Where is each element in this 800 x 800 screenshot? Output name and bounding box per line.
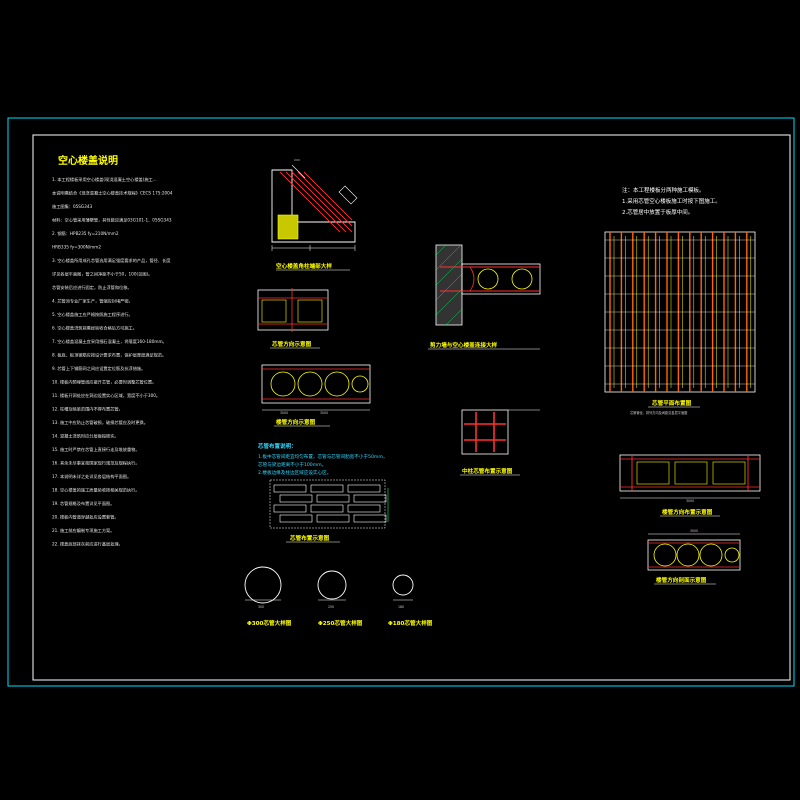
label-detail-rib-plan: 芯管方向示意图	[272, 340, 312, 348]
detail-corner: 空心楼盖角柱端部大样	[271, 159, 358, 271]
note-line: 1. 本工程楼板采用空心楼盖(现浇混凝土空心楼盖)施工...	[52, 176, 157, 183]
arrangement-cell	[310, 504, 344, 513]
arrangement-cell	[316, 494, 350, 503]
arrangement-cell	[279, 494, 313, 503]
arrangement-cell	[273, 504, 307, 513]
note-line: 2. 钢筋：HPB235 fy=210N/mm2	[52, 230, 119, 237]
tube-300-circle	[244, 566, 282, 604]
note-line: 本说明需结合《现浇混凝土空心楼盖技术规程》CECS 175:2004	[52, 190, 173, 197]
arrangement-cell	[353, 494, 387, 503]
label-detail-corner: 空心楼盖角柱端部大样	[276, 262, 332, 270]
dim-text: 3000	[686, 499, 694, 503]
note-line: 3. 空心楼盖所用成孔芯管选用满足强度要求的产品，管径、长度	[52, 257, 171, 264]
note-line: 12. 柱帽及暗梁范围内不得布置芯管。	[52, 406, 123, 413]
detail-rib-plan: 芯管方向示意图	[257, 288, 329, 349]
label-plan: 芯管平面布置图	[652, 399, 692, 407]
dim-text: 3000	[280, 411, 288, 415]
tube-250-circle	[317, 570, 347, 600]
top-right-notes: 注：本工程楼板分两种施工模板。 1.采用芯管空心楼板施工时按下图施工。 2.芯管…	[622, 186, 721, 216]
detail-arrangement: 芯管布置示意图	[269, 479, 389, 543]
detail-section: 3000 3000 楼管方向示意图	[261, 364, 371, 427]
label-section-right-1: 楼管方向布置示意图	[662, 508, 713, 516]
detail-column-cap: 中柱芯管布置示意图	[460, 409, 540, 476]
label-circle-2: Φ250芯管大样图	[318, 619, 363, 627]
note-line: 22. 楼盖底部抹灰前应进行基层处理。	[52, 541, 123, 548]
label-section-right-2: 楼管方向剖面示意图	[656, 576, 707, 584]
void-circle	[297, 371, 323, 397]
arrangement-cell	[279, 514, 313, 523]
column-hatch	[277, 214, 299, 240]
note-line: 16. 其余未尽事宜按国家现行规范及规程执行。	[52, 460, 140, 467]
note-line: 11. 楼板开洞处应在洞边设置实心区域，宽度不小于300。	[52, 392, 160, 399]
section-right-2: 3000 楼管方向剖面示意图	[647, 529, 741, 585]
note-line: 6. 空心楼盖浇筑前需经验收合格后方可施工。	[52, 325, 137, 332]
note-line: 13. 施工中应防止芯管破损，破损芯管应及时更换。	[52, 419, 148, 426]
void-circle	[324, 371, 350, 397]
right-note-line: 1.采用芯管空心楼板施工时按下图施工。	[622, 197, 721, 205]
arrangement-cell	[347, 504, 381, 513]
label-circle-3: Φ180芯管大样图	[388, 619, 433, 627]
notes-panel: 空心楼盖说明 1. 本工程楼板采用空心楼盖(现浇混凝土空心楼盖)施工... 本说…	[52, 154, 173, 548]
note-line: 9. 芯管上下钢筋网之间应设置定位筋及抗浮措施。	[52, 365, 145, 372]
cyan-note-line: 芯管与梁边距离不小于100mm。	[258, 461, 326, 468]
note-line: 20. 楼板内管道穿越处应设置套管。	[52, 514, 119, 521]
label-detail-arrangement: 芯管布置示意图	[290, 534, 330, 542]
note-line: 材料：空心管采用薄壁管，其性能应满足03G101-1、05SG343	[52, 217, 172, 224]
arrangement-cell	[310, 484, 344, 493]
label-detail-section: 楼管方向示意图	[276, 418, 316, 426]
dim-text: 250	[328, 605, 334, 609]
plan-grid	[605, 232, 755, 392]
detail-wall: 剪力墙与空心楼盖连接大样	[428, 244, 541, 350]
note-line: 10. 楼板内预埋管线应避开芯管，必要时调整芯管位置。	[52, 379, 156, 386]
void-circle	[351, 375, 369, 393]
note-line: 7. 空心楼盖混凝土宜采用细石混凝土，坍落度160-180mm。	[52, 338, 167, 345]
cyan-notes: 芯管布置说明： 1.板中芯管间距宜均匀布置，芯管与芯管间肋宽不小于50mm， 芯…	[258, 442, 387, 476]
note-line: 17. 本说明未详之处详见各层结构平面图。	[52, 473, 131, 480]
note-line: 21. 施工前应编制专项施工方案。	[52, 527, 114, 534]
tube-180-circle	[392, 574, 414, 596]
right-note-line: 2.芯管居中放置于板厚中间。	[622, 208, 693, 216]
dim-text: 300	[258, 605, 264, 609]
cyan-note-line: 1.板中芯管间距宜均匀布置，芯管与芯管间肋宽不小于50mm，	[258, 453, 387, 460]
arrangement-cell	[347, 484, 381, 493]
label-detail-column-cap: 中柱芯管布置示意图	[462, 467, 513, 475]
void-circle	[270, 371, 296, 397]
plan-note-small: 芯管管径、排列方向及间距见各层平面图	[630, 410, 687, 415]
arrangement-cell	[273, 484, 307, 493]
note-line: 18. 空心楼盖的施工质量验收按相关规范执行。	[52, 487, 140, 494]
notes-list: 1. 本工程楼板采用空心楼盖(现浇混凝土空心楼盖)施工... 本说明需结合《现浇…	[52, 176, 173, 548]
note-line: 14. 混凝土浇筑时应分层振捣密实。	[52, 433, 119, 440]
plan-layout: 芯管平面布置图 芯管管径、排列方向及间距见各层平面图	[604, 231, 756, 415]
note-line: 15. 施工时严禁在芯管上直接行走及堆放重物。	[52, 446, 140, 453]
inner-frame	[32, 134, 791, 681]
arrangement-grid	[273, 484, 387, 523]
arrangement-cell	[353, 514, 387, 523]
note-line: 详见各层平面图，管之间净距不小于50，100(见图)。	[52, 271, 152, 278]
note-line: 5. 空心楼盖施工应严格按照施工程序进行。	[52, 311, 133, 318]
dim-text: 3000	[320, 411, 328, 415]
outer-frame	[7, 117, 795, 687]
right-note-line: 注：本工程楼板分两种施工模板。	[622, 186, 705, 194]
label-circle-1: Φ300芯管大样图	[247, 619, 292, 627]
note-line: HRB335 fy=300N/mm2	[52, 245, 101, 250]
notes-title: 空心楼盖说明	[58, 154, 118, 167]
section-right-1: 3000 楼管方向布置示意图	[619, 454, 761, 517]
cyan-note-line: 2.楼板边缘及柱边区域应设实心区。	[258, 469, 331, 476]
arrangement-cell	[316, 514, 350, 523]
dim-text: 180	[398, 605, 404, 609]
label-detail-wall: 剪力墙与空心楼盖连接大样	[430, 341, 498, 349]
note-line: 8. 板底、板顶钢筋应按设计要求布置，保护层厚度满足规范。	[52, 352, 166, 359]
note-line: 施工图集：05SG343	[52, 203, 92, 210]
circle-details: 300 Φ300芯管大样图 250 Φ250芯管大样图 180 Φ180芯管大样…	[244, 566, 433, 627]
note-line: 19. 芯管规格及布置详见平面图。	[52, 500, 114, 507]
dim-text: 3000	[690, 529, 698, 533]
note-line: 芯管安装后应进行固定，防止浮管和位移。	[52, 284, 132, 291]
cyan-notes-title: 芯管布置说明：	[258, 442, 297, 450]
note-line: 4. 芯管须专业厂家生产，管端应封堵严密。	[52, 298, 133, 305]
